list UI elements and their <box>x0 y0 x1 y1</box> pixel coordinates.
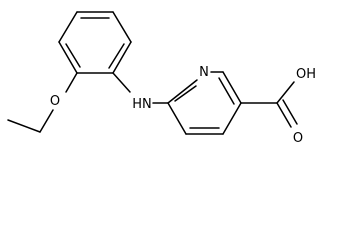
carbonyl-bond <box>276 102 292 128</box>
bond <box>112 11 132 43</box>
carboxylic-acid-group: OH O <box>240 67 316 146</box>
carbonyl-oxygen-label: O <box>293 131 303 146</box>
bond <box>167 102 187 135</box>
bond <box>65 72 78 93</box>
bond <box>58 11 78 43</box>
bond <box>222 71 242 104</box>
bond <box>58 41 78 74</box>
hydroxyl-label: OH <box>296 67 316 82</box>
double-bond-inner <box>218 77 235 105</box>
bond <box>112 41 132 74</box>
bond <box>276 81 295 104</box>
carbonyl-bond <box>282 99 298 125</box>
structure-diagram: O HN N OH <box>7 11 316 146</box>
bond <box>7 119 41 133</box>
ether-oxygen-label: O <box>50 94 60 109</box>
ethoxy-group: O <box>7 72 78 133</box>
benzene-ring <box>58 11 132 74</box>
bond <box>112 72 131 93</box>
bond <box>222 102 242 135</box>
amine-label: HN <box>132 97 152 112</box>
amine-linker: HN <box>112 72 169 112</box>
double-bond-inner <box>108 43 125 69</box>
ring-nitrogen-label: N <box>199 65 209 80</box>
bond <box>39 109 54 133</box>
molecule-drawing: O HN N OH <box>7 11 316 146</box>
double-bond-inner <box>65 43 81 68</box>
bond <box>167 79 198 104</box>
double-bond-inner <box>174 85 197 102</box>
pyridine-ring: N <box>167 65 242 135</box>
